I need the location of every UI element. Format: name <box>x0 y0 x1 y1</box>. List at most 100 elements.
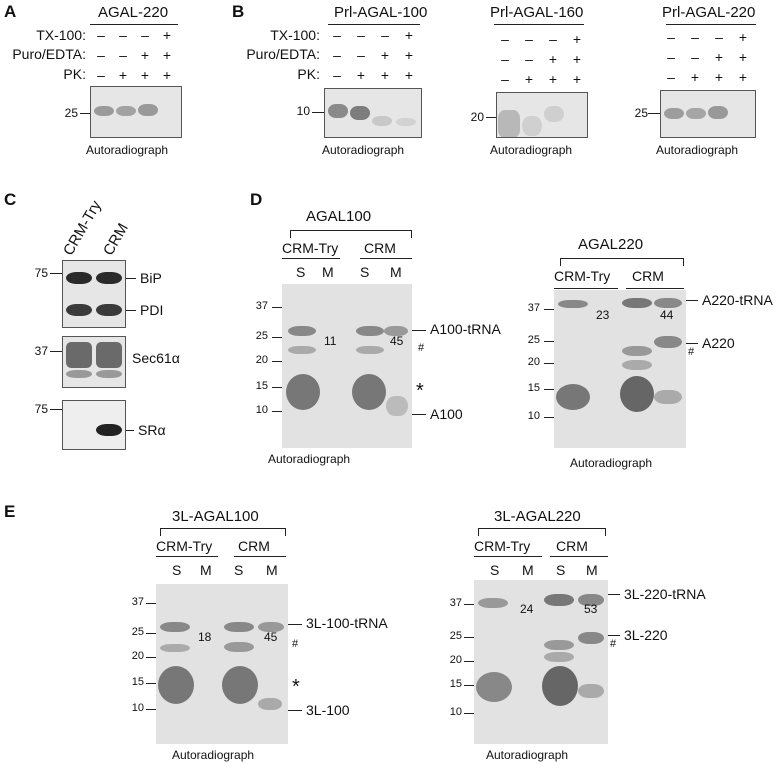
panel-d2-label-a220: A220 <box>702 335 735 351</box>
panel-a-sign-r0-c0: – <box>97 27 105 43</box>
panel-e1-marker-37: 37 <box>131 596 144 608</box>
panel-b1-sign-r1-c1: – <box>357 47 365 63</box>
panel-d2-group-crm: CRM <box>632 268 664 284</box>
panel-b1-sign-r1-c2: + <box>380 47 390 63</box>
panel-a-sign-r1-c0: – <box>97 47 105 63</box>
panel-b1-title: Prl-AGAL-100 <box>334 4 428 21</box>
panel-b2-blot <box>496 92 588 138</box>
panel-b1-sign-r0-c1: – <box>357 27 365 43</box>
panel-e1-lane-1: S <box>172 562 182 578</box>
panel-e1-blot <box>156 584 288 744</box>
panel-d1-group-crm-try: CRM-Try <box>282 240 339 256</box>
panel-d1-label-a100: A100 <box>430 406 463 422</box>
panel-d1-label-tRNA: A100-tRNA <box>430 321 501 337</box>
panel-d1-lane-3: S <box>360 264 370 280</box>
panel-d2-value-1: 23 <box>596 308 610 322</box>
panel-d2-blot <box>554 290 686 448</box>
panel-e1-lane-4: M <box>266 562 278 578</box>
panel-d2-marker-25: 25 <box>527 334 540 346</box>
panel-b2-title: Prl-AGAL-160 <box>490 4 584 21</box>
panel-d-letter: D <box>250 190 263 209</box>
panel-e2-lane-1: S <box>490 562 500 578</box>
panel-d1-marker-25: 25 <box>255 330 268 342</box>
panel-c-lane-crm-try: CRM-Try <box>60 197 105 259</box>
panel-e2-blot <box>474 580 608 744</box>
panel-e2-title: 3L-AGAL220 <box>494 508 581 525</box>
panel-a-sign-r2-c3: + <box>162 67 172 83</box>
panel-a-sign-r1-c3: + <box>162 47 172 63</box>
panel-b3-footer: Autoradiograph <box>656 143 739 157</box>
panel-b-row-label-puro: Puro/EDTA: <box>246 46 320 62</box>
panel-b3-sign-r2-c1: + <box>690 69 700 85</box>
panel-c-blot-sra <box>62 400 126 450</box>
panel-b2-sign-r2-c3: + <box>572 71 582 87</box>
panel-b2-sign-r1-c1: – <box>525 51 533 67</box>
panel-d2-group-crm-try: CRM-Try <box>554 268 611 284</box>
panel-b1-sign-r1-c3: + <box>404 47 414 63</box>
panel-e1-group-crm: CRM <box>238 538 270 554</box>
panel-b1-sign-r2-c3: + <box>404 67 414 83</box>
panel-e1-label-hash: # <box>292 638 299 650</box>
panel-c-blot-sec61 <box>62 336 126 388</box>
panel-b2-marker: 20 <box>470 110 484 124</box>
panel-e1-title: 3L-AGAL100 <box>172 508 259 525</box>
panel-e1-label-3l100: 3L-100 <box>306 702 350 718</box>
panel-d1-label-hash: # <box>418 342 425 354</box>
panel-d2-label-hash: # <box>688 346 695 358</box>
panel-b1-sign-r1-c0: – <box>333 47 341 63</box>
panel-e2-label-3l220: 3L-220 <box>624 627 668 643</box>
panel-b1-sign-r2-c0: – <box>333 67 341 83</box>
panel-a-sign-r2-c0: – <box>97 67 105 83</box>
panel-d1-lane-4: M <box>390 264 402 280</box>
panel-b3-sign-r2-c0: – <box>667 69 675 85</box>
panel-a-sign-r2-c1: + <box>118 67 128 83</box>
panel-d1-group-crm: CRM <box>364 240 396 256</box>
panel-c-label-sra: SRα <box>138 422 166 438</box>
panel-b3-sign-r1-c2: + <box>714 49 724 65</box>
panel-e2-marker-37: 37 <box>449 597 462 609</box>
panel-e2-marker-15: 15 <box>449 678 462 690</box>
panel-b2-sign-r1-c0: – <box>501 51 509 67</box>
panel-b2-sign-r0-c1: – <box>525 31 533 47</box>
panel-e1-marker-25: 25 <box>131 626 144 638</box>
panel-e1-lane-3: S <box>234 562 244 578</box>
panel-b1-sign-r0-c2: – <box>381 27 389 43</box>
panel-e1-marker-15: 15 <box>131 676 144 688</box>
panel-e2-group-crm-try: CRM-Try <box>474 538 531 554</box>
panel-d1-marker-15: 15 <box>255 380 268 392</box>
panel-b3-sign-r0-c3: + <box>738 29 748 45</box>
panel-b3-sign-r0-c1: – <box>691 29 699 45</box>
panel-a-footer: Autoradiograph <box>86 143 169 157</box>
panel-b2-sign-r1-c2: + <box>548 51 558 67</box>
panel-a-sign-r0-c1: – <box>119 27 127 43</box>
panel-d1-value-2: 45 <box>390 334 404 348</box>
panel-b3-sign-r2-c3: + <box>738 69 748 85</box>
panel-b2-sign-r0-c0: – <box>501 31 509 47</box>
panel-a-sign-r2-c2: + <box>140 67 150 83</box>
panel-b3-sign-r2-c2: + <box>714 69 724 85</box>
panel-e1-marker-10: 10 <box>131 702 144 714</box>
panel-e1-value-1: 18 <box>198 630 212 644</box>
panel-e2-label-tRNA: 3L-220-tRNA <box>624 586 706 602</box>
panel-d2-value-2: 44 <box>660 308 674 322</box>
panel-d1-value-1: 11 <box>324 334 337 348</box>
panel-a-sign-r0-c3: + <box>162 27 172 43</box>
panel-e1-group-crm-try: CRM-Try <box>156 538 213 554</box>
panel-e2-group-crm: CRM <box>556 538 588 554</box>
panel-d1-footer: Autoradiograph <box>268 452 351 466</box>
panel-e2-label-hash: # <box>610 638 617 650</box>
panel-c-label-bip: BiP <box>140 270 162 286</box>
panel-c-blot-bip-pdi <box>62 260 126 328</box>
panel-b2-sign-r1-c3: + <box>572 51 582 67</box>
panel-b2-sign-r0-c2: – <box>549 31 557 47</box>
panel-c-marker-75a: 75 <box>34 266 48 280</box>
panel-d1-marker-10: 10 <box>255 404 268 416</box>
panel-e2-lane-4: M <box>586 562 598 578</box>
panel-d1-lane-1: S <box>296 264 306 280</box>
panel-e2-marker-20: 20 <box>449 654 462 666</box>
panel-a-title: AGAL-220 <box>98 4 169 21</box>
panel-e2-lane-2: M <box>522 562 534 578</box>
row-label-tx100: TX-100: <box>36 27 86 43</box>
panel-b3-title: Prl-AGAL-220 <box>662 4 756 21</box>
row-label-pk: PK: <box>63 66 86 82</box>
